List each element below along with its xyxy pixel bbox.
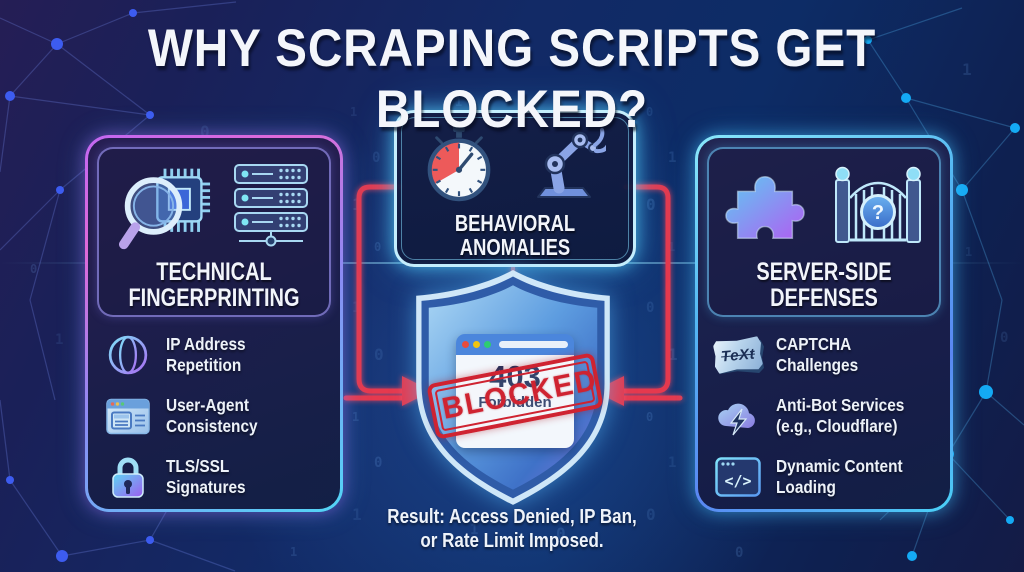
binary-digit: 1: [668, 150, 677, 166]
red-dot-icon: [462, 341, 469, 348]
binary-digit: 0: [374, 345, 384, 364]
list-item: Anti-Bot Services (e.g., Cloudflare): [714, 390, 934, 442]
binary-digit: 1: [55, 332, 64, 348]
puzzle-piece-icon: [722, 164, 808, 255]
binary-digit: 0: [200, 122, 210, 141]
binary-digit: 1: [455, 95, 463, 109]
arrow-right-path: [621, 184, 671, 394]
arrow-left-path: [356, 184, 405, 394]
binary-digit: 0: [646, 505, 656, 524]
address-bar: [499, 341, 568, 348]
binary-digit: 0: [646, 410, 654, 424]
behavioral-icons: [424, 121, 611, 211]
list-item: IP Address Repetition: [104, 329, 324, 381]
binary-digit: 1: [965, 245, 973, 259]
binary-digit: 1: [352, 505, 362, 524]
binary-digit: 1: [290, 545, 298, 559]
result-caption: Result: Access Denied, IP Ban, or Rate L…: [342, 505, 682, 554]
error-browser-window: 403 Forbidden: [456, 334, 574, 448]
binary-digit: 0: [374, 455, 383, 471]
panel-server-side-defenses: ? SERVER-SIDE DEFENSES TeXt CAPTCHA Chal…: [695, 135, 953, 512]
binary-digit: 1: [668, 345, 678, 364]
captcha-text-icon: TeXt: [714, 338, 762, 372]
list-item: User-Agent Consistency: [104, 390, 324, 442]
feature-label: User-Agent Consistency: [166, 395, 258, 436]
error-code: 403: [489, 359, 541, 394]
feature-label: TLS/SSL Signatures: [166, 456, 246, 497]
technical-header-box: TECHNICAL FINGERPRINTING: [97, 147, 331, 317]
server-stack-icon: [233, 163, 309, 256]
chip-magnifier-icon: [119, 161, 211, 258]
feature-label: CAPTCHA Challenges: [776, 334, 859, 375]
binary-digit: 0: [646, 105, 654, 119]
server-feature-list: TeXt CAPTCHA Challenges Anti-Bot Service…: [698, 329, 950, 503]
binary-digit: 0: [372, 150, 381, 166]
result-line1: Result: Access Denied, IP Ban,: [387, 506, 637, 528]
binary-digit: 1: [350, 105, 358, 119]
technical-icons: [119, 159, 309, 259]
list-item: </> Dynamic Content Loading: [714, 451, 934, 503]
panel-technical-fingerprinting: TECHNICAL FINGERPRINTING IP Address Repe…: [85, 135, 343, 512]
padlock-icon: [104, 454, 152, 500]
binary-digit: 0: [646, 195, 656, 214]
cloud-lightning-icon: [714, 395, 762, 437]
green-dot-icon: [484, 341, 491, 348]
binary-digit: 0: [374, 240, 382, 254]
server-icons: ?: [722, 159, 926, 259]
code-window-icon: </>: [714, 457, 762, 497]
list-item: TLS/SSL Signatures: [104, 451, 324, 503]
technical-title: TECHNICAL FINGERPRINTING: [128, 258, 300, 313]
globe-icon: [104, 334, 152, 376]
binary-digit: 1: [470, 522, 479, 538]
feature-label: Anti-Bot Services (e.g., Cloudflare): [776, 395, 905, 436]
panel-behavioral-anomalies: BEHAVIORAL ANOMALIES: [394, 110, 636, 267]
feature-label: Dynamic Content Loading: [776, 456, 903, 497]
robot-arm-icon: [522, 125, 611, 208]
binary-digit: 0: [735, 545, 744, 561]
browser-window-icon: [104, 398, 152, 435]
binary-digit: 0: [555, 95, 564, 111]
list-item: TeXt CAPTCHA Challenges: [714, 329, 934, 381]
feature-label: IP Address Repetition: [166, 334, 246, 375]
binary-digit: 0: [30, 262, 38, 276]
error-label: Forbidden: [478, 393, 552, 411]
server-header-box: ? SERVER-SIDE DEFENSES: [707, 147, 941, 317]
yellow-dot-icon: [473, 341, 480, 348]
binary-digit: 1: [668, 455, 677, 471]
binary-digit: 0: [556, 524, 566, 543]
behavioral-title: BEHAVIORAL ANOMALIES: [454, 210, 576, 261]
binary-digit: 1: [352, 300, 361, 316]
gate-question-icon: ?: [830, 163, 926, 256]
binary-digit: 1: [962, 60, 972, 79]
server-title: SERVER-SIDE DEFENSES: [756, 258, 892, 313]
stopwatch-icon: [424, 124, 494, 209]
network-nodes: [5, 9, 154, 562]
code-brackets-glyph: </>: [724, 472, 751, 490]
technical-feature-list: IP Address Repetition User-Agent C: [88, 329, 340, 503]
binary-digit: 0: [1000, 330, 1009, 346]
captcha-glyph: TeXt: [720, 345, 756, 365]
binary-digit: 1: [352, 410, 360, 424]
gate-question-glyph: ?: [872, 202, 884, 224]
binary-digit: 0: [646, 300, 655, 316]
result-line2: or Rate Limit Imposed.: [420, 530, 604, 553]
page-title: WHY SCRAPING SCRIPTS GET BLOCKED?: [147, 19, 877, 139]
browser-title-bar: [456, 334, 574, 355]
binary-digit: 1: [668, 240, 676, 254]
browser-body: 403 Forbidden: [456, 355, 574, 448]
